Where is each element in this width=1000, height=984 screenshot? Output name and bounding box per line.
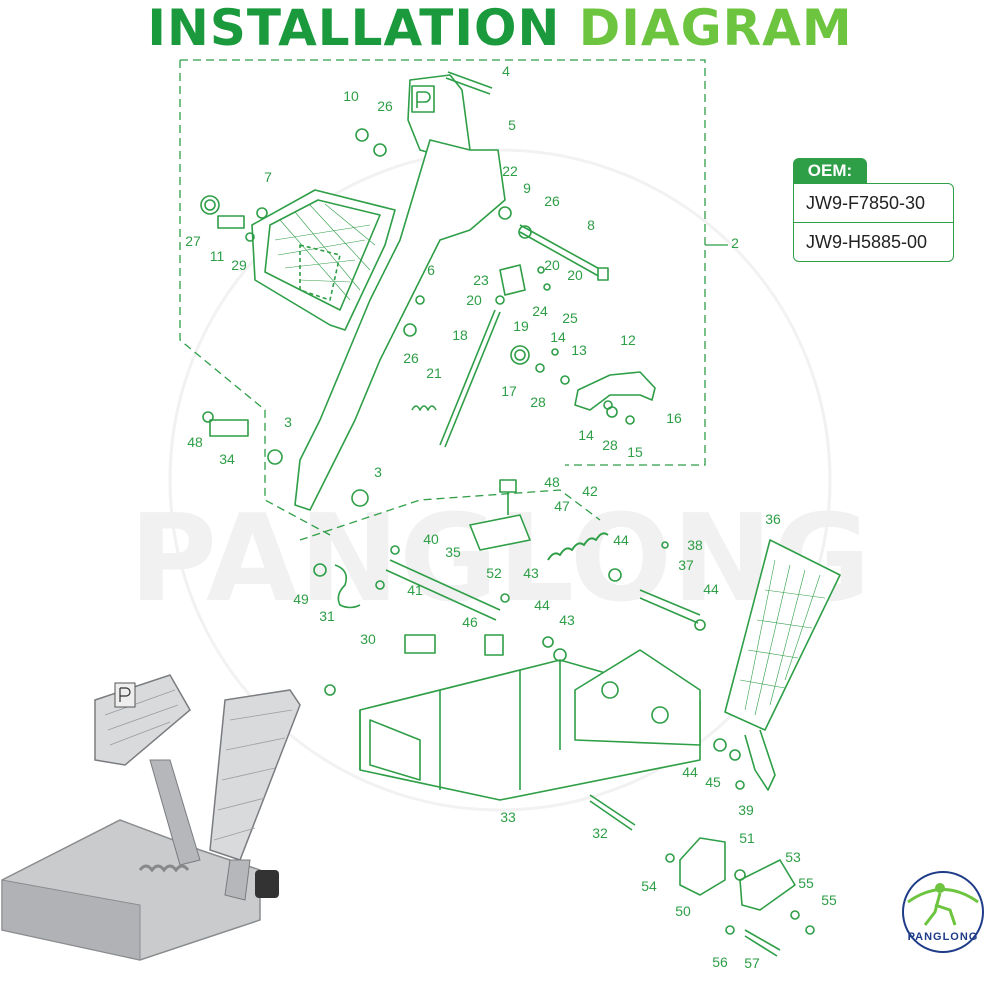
assembly-boundaries bbox=[179, 59, 728, 541]
oem-number-box: JW9-F7850-30 JW9-H5885-00 bbox=[793, 183, 954, 262]
part-callout: 51 bbox=[739, 830, 755, 846]
part-callout: 29 bbox=[231, 257, 247, 273]
part-callout: 12 bbox=[620, 332, 636, 348]
part-callout: 17 bbox=[501, 383, 517, 399]
part-callout: 26 bbox=[403, 350, 419, 366]
part-callout: 41 bbox=[407, 582, 423, 598]
part-callout: 54 bbox=[641, 878, 657, 894]
part-callout: 37 bbox=[678, 557, 694, 573]
part-callout: 22 bbox=[502, 163, 518, 179]
part-callout: 14 bbox=[550, 329, 566, 345]
part-callout: 50 bbox=[675, 903, 691, 919]
part-callout: 39 bbox=[738, 802, 754, 818]
part-callout: 24 bbox=[532, 303, 548, 319]
part-callout: 48 bbox=[187, 434, 203, 450]
page-title: INSTALLATION DIAGRAM bbox=[0, 0, 1000, 56]
part-callout: 42 bbox=[582, 483, 598, 499]
watermark: PANGLONG bbox=[129, 148, 871, 812]
part-callout: 46 bbox=[462, 614, 478, 630]
part-callout: 16 bbox=[666, 410, 682, 426]
part-callout: 55 bbox=[798, 875, 814, 891]
part-callout: 19 bbox=[513, 318, 529, 334]
part-callout: 43 bbox=[523, 565, 539, 581]
part-callout: 44 bbox=[682, 764, 698, 780]
part-callout: 14 bbox=[578, 427, 594, 443]
part-callout: 25 bbox=[562, 310, 578, 326]
product-photo bbox=[1, 674, 301, 961]
oem-label: OEM: bbox=[793, 158, 867, 184]
part-callout: 21 bbox=[426, 365, 442, 381]
part-callout: 3 bbox=[374, 464, 382, 480]
part-callout: 11 bbox=[210, 248, 225, 264]
part-callout: 48 bbox=[544, 474, 560, 490]
part-callout: 2 bbox=[731, 235, 739, 251]
part-callout: 5 bbox=[508, 117, 516, 133]
oem-number: JW9-F7850-30 bbox=[806, 193, 926, 213]
part-callout: 36 bbox=[765, 511, 781, 527]
part-callout: 31 bbox=[319, 608, 335, 624]
brake-pedal-assembly bbox=[200, 71, 656, 511]
part-callout: 43 bbox=[559, 612, 575, 628]
title-part-2: DIAGRAM bbox=[578, 0, 853, 57]
part-callout: 57 bbox=[744, 955, 760, 971]
part-callout: 56 bbox=[712, 954, 728, 970]
part-callouts: 2334567891011121314141516171819202020212… bbox=[185, 63, 837, 971]
part-callout: 55 bbox=[821, 892, 837, 908]
part-callout: 44 bbox=[703, 581, 719, 597]
part-callout: 20 bbox=[544, 257, 560, 273]
watermark-text: PANGLONG bbox=[129, 490, 871, 629]
part-callout: 28 bbox=[602, 437, 618, 453]
part-callout: 18 bbox=[452, 327, 468, 343]
oem-number: JW9-H5885-00 bbox=[794, 222, 953, 261]
part-callout: 34 bbox=[219, 451, 235, 467]
accelerator-assembly bbox=[313, 479, 841, 957]
part-callout: 26 bbox=[377, 98, 393, 114]
part-callout: 4 bbox=[502, 63, 510, 79]
part-callout: 32 bbox=[592, 825, 608, 841]
part-callout: 8 bbox=[587, 217, 595, 233]
part-callout: 40 bbox=[423, 531, 439, 547]
part-callout: 10 bbox=[343, 88, 359, 104]
part-callout: 35 bbox=[445, 544, 461, 560]
part-callout: 20 bbox=[567, 267, 583, 283]
part-callout: 49 bbox=[293, 591, 309, 607]
part-callout: 33 bbox=[500, 809, 516, 825]
part-callout: 23 bbox=[473, 272, 489, 288]
part-callout: 6 bbox=[427, 262, 435, 278]
title-part-1: INSTALLATION bbox=[147, 0, 561, 57]
part-callout: 3 bbox=[284, 414, 292, 430]
part-callout: 27 bbox=[185, 233, 201, 249]
part-callout: 45 bbox=[705, 774, 721, 790]
part-callout: 26 bbox=[544, 193, 560, 209]
part-callout: 44 bbox=[534, 597, 550, 613]
part-callout: 30 bbox=[360, 631, 376, 647]
logo-text: PANGLONG bbox=[907, 931, 979, 943]
part-callout: 38 bbox=[687, 537, 703, 553]
part-callout: 28 bbox=[530, 394, 546, 410]
part-callout: 15 bbox=[627, 444, 643, 460]
part-callout: 53 bbox=[785, 849, 801, 865]
part-callout: 13 bbox=[571, 342, 587, 358]
part-callout: 7 bbox=[264, 169, 272, 185]
part-callout: 44 bbox=[613, 532, 629, 548]
part-callout: 47 bbox=[554, 498, 570, 514]
part-callout: 20 bbox=[466, 292, 482, 308]
part-callout: 52 bbox=[486, 565, 502, 581]
part-callout: 9 bbox=[523, 180, 531, 196]
panglong-logo-icon bbox=[902, 871, 984, 953]
